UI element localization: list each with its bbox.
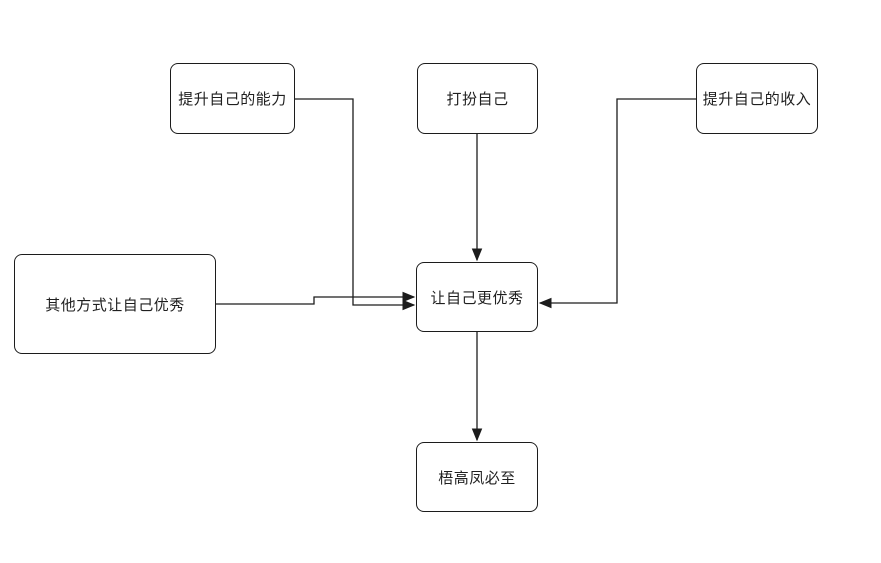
node-increase-income-label: 提升自己的收入 [702,91,812,108]
node-dress-up[interactable]: 打扮自己 [417,63,538,134]
node-other-ways[interactable]: 其他方式让自己优秀 [14,254,216,354]
edge-increase-income-to-become-better[interactable] [538,98,696,309]
node-phoenix[interactable]: 梧高凤必至 [416,442,538,512]
node-phoenix-label: 梧高凤必至 [438,469,516,487]
node-improve-ability[interactable]: 提升自己的能力 [170,63,295,134]
node-increase-income[interactable]: 提升自己的收入 [696,63,818,134]
node-become-better[interactable]: 让自己更优秀 [416,262,538,332]
node-dress-up-label: 打扮自己 [446,91,509,108]
node-improve-ability-label: 提升自己的能力 [178,91,287,108]
edge-improve-ability-to-become-better[interactable] [295,98,416,311]
node-become-better-label: 让自己更优秀 [430,289,524,307]
edge-other-ways-to-become-better[interactable] [216,291,416,305]
node-other-ways-label: 其他方式让自己优秀 [45,296,185,314]
